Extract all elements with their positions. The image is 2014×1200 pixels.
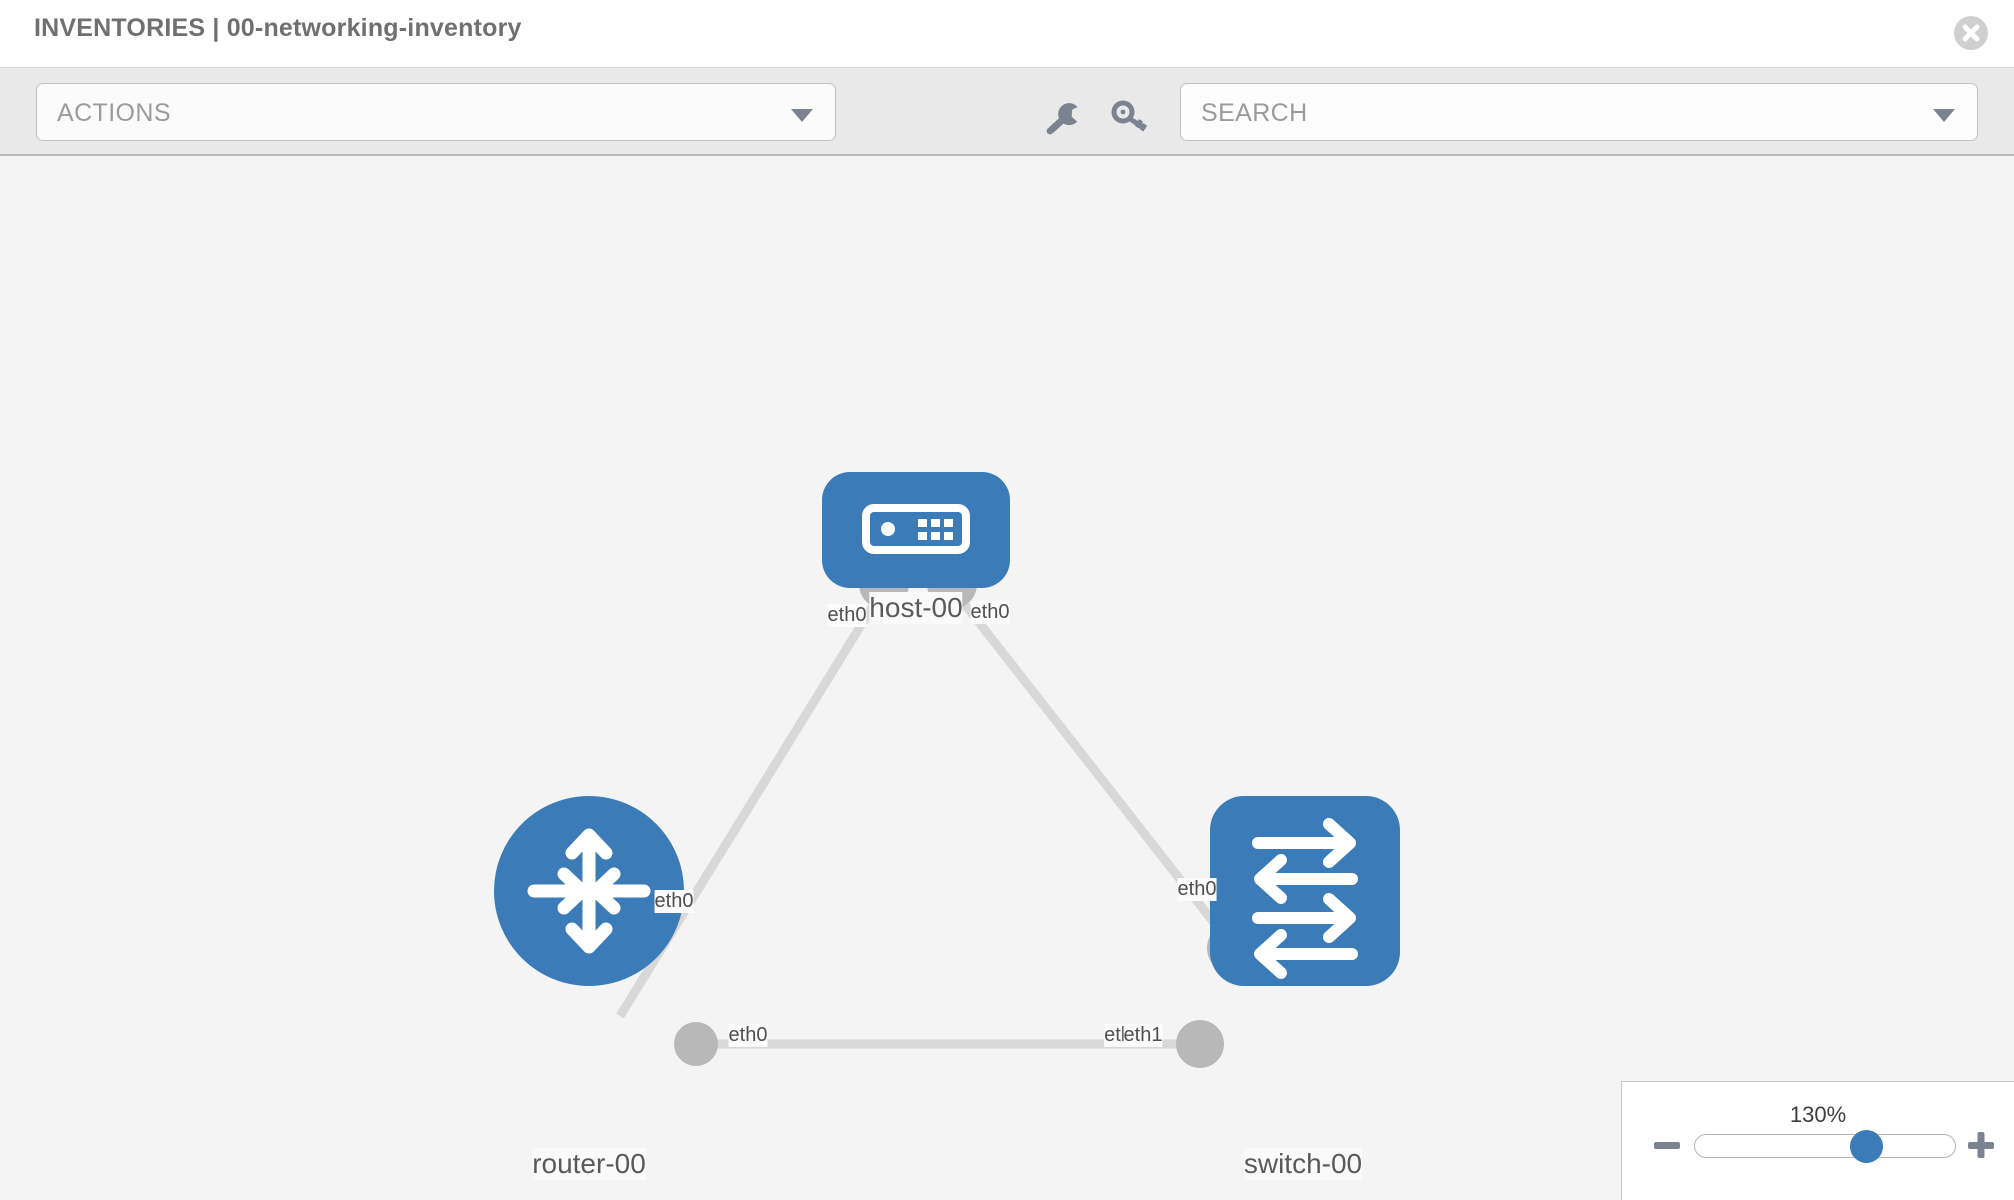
chevron-down-icon <box>791 109 813 122</box>
interface-label: eth0 <box>654 890 694 913</box>
port-router00-eth0[interactable] <box>674 1022 718 1066</box>
page-title: INVENTORIES | 00-networking-inventory <box>34 14 522 42</box>
wrench-button[interactable] <box>1040 96 1084 140</box>
topology-graph <box>494 472 1400 1068</box>
toolbar: ACTIONS SEARCH <box>0 68 2014 156</box>
plus-icon <box>1968 1132 1994 1158</box>
node-host-00[interactable] <box>822 472 1010 588</box>
topology-canvas[interactable]: eth0 eth0 eth0 eth0 eth0 eth eth1 host-0… <box>0 156 2014 1200</box>
interface-label: eth0 <box>1177 878 1217 901</box>
search-placeholder: SEARCH <box>1201 99 1308 127</box>
interface-label: eth0 <box>827 604 867 627</box>
page-header: INVENTORIES | 00-networking-inventory <box>0 0 2014 68</box>
key-icon <box>1111 100 1147 132</box>
interface-label: eth0 <box>728 1024 768 1047</box>
node-label-switch-00: switch-00 <box>1243 1148 1363 1180</box>
port-switch00-eth1[interactable] <box>1176 1020 1224 1068</box>
node-switch-00[interactable] <box>1210 796 1400 986</box>
zoom-slider-track[interactable] <box>1694 1134 1956 1158</box>
chevron-down-icon <box>1933 109 1955 122</box>
node-router-00[interactable] <box>494 796 684 986</box>
zoom-out-button[interactable] <box>1650 1128 1684 1162</box>
node-label-host-00: host-00 <box>869 592 963 624</box>
server-icon <box>862 504 970 554</box>
zoom-control-panel: 130% <box>1621 1081 2014 1200</box>
switch-icon <box>1252 818 1358 979</box>
wrench-icon <box>1046 103 1078 135</box>
actions-dropdown[interactable]: ACTIONS <box>36 83 836 141</box>
link-layer <box>616 585 1244 1049</box>
port-layer <box>674 559 1257 1068</box>
search-input[interactable]: SEARCH <box>1180 83 1978 141</box>
actions-dropdown-label: ACTIONS <box>57 99 171 127</box>
zoom-slider-thumb[interactable] <box>1850 1130 1883 1163</box>
interface-label: eth0 <box>970 601 1010 624</box>
zoom-in-button[interactable] <box>1964 1128 1998 1162</box>
node-label-router-00: router-00 <box>532 1148 646 1180</box>
interface-label: eth1 <box>1123 1024 1163 1047</box>
close-button[interactable] <box>1954 16 1988 50</box>
key-button[interactable] <box>1108 96 1152 140</box>
minus-icon <box>1654 1142 1680 1149</box>
router-icon <box>527 828 651 954</box>
zoom-level-value: 130% <box>1789 1102 1847 1127</box>
close-icon <box>1962 24 1980 42</box>
